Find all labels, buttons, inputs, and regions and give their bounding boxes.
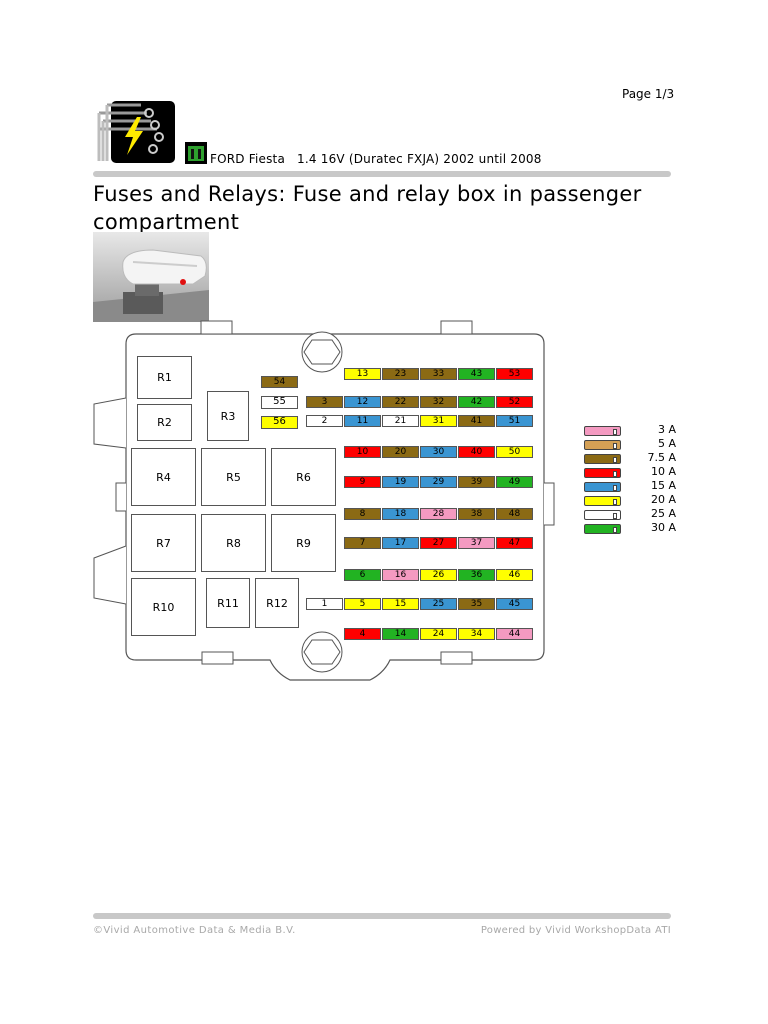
fuse-2: 2 [306, 415, 343, 427]
legend-label: 15 A [650, 479, 676, 492]
fuse-34: 34 [458, 628, 495, 640]
relay-r5: R5 [201, 448, 266, 506]
fuse-15: 15 [382, 598, 419, 610]
fuse-50: 50 [496, 446, 533, 458]
workshop-logo-icon [97, 95, 177, 165]
fuse-56: 56 [261, 416, 298, 429]
header-divider [93, 171, 671, 177]
fuse-19: 19 [382, 476, 419, 488]
fuse-52: 52 [496, 396, 533, 408]
fuse-box-diagram: R1 R2 R3 R4 R5 R6 R7 R8 R9 R10 R11 R12 5… [90, 318, 560, 688]
fuse-33: 33 [420, 368, 457, 380]
fuse-8: 8 [344, 508, 381, 520]
fuse-53: 53 [496, 368, 533, 380]
fuse-14: 14 [382, 628, 419, 640]
fuse-9: 9 [344, 476, 381, 488]
fuse-47: 47 [496, 537, 533, 549]
fuse-38: 38 [458, 508, 495, 520]
legend-chip [584, 426, 621, 436]
fuse-29: 29 [420, 476, 457, 488]
relay-r2: R2 [137, 404, 192, 441]
legend-label: 25 A [650, 507, 676, 520]
legend-label: 30 A [650, 521, 676, 534]
fuse-44: 44 [496, 628, 533, 640]
fuse-25: 25 [420, 598, 457, 610]
relay-r1: R1 [137, 356, 192, 399]
fuse-40: 40 [458, 446, 495, 458]
fuse-11: 11 [344, 415, 381, 427]
relay-r9: R9 [271, 514, 336, 572]
fuse-5: 5 [344, 598, 381, 610]
fuse-10: 10 [344, 446, 381, 458]
page-number: Page 1/3 [622, 87, 675, 101]
legend-label: 5 A [657, 437, 676, 450]
fuse-39: 39 [458, 476, 495, 488]
fuse-7: 7 [344, 537, 381, 549]
fuse-49: 49 [496, 476, 533, 488]
fuse-24: 24 [420, 628, 457, 640]
fuse-22: 22 [382, 396, 419, 408]
legend-label: 3 A [657, 423, 676, 436]
fuse-54: 54 [261, 376, 298, 388]
fuse-41: 41 [458, 415, 495, 427]
relay-r4: R4 [131, 448, 196, 506]
legend-chip [584, 440, 621, 450]
footer-divider [93, 913, 671, 919]
fuse-27: 27 [420, 537, 457, 549]
location-photo [93, 232, 209, 322]
fuse-26: 26 [420, 569, 457, 581]
fuse-48: 48 [496, 508, 533, 520]
legend-chip [584, 496, 621, 506]
fuse-3: 3 [306, 396, 343, 408]
fuse-36: 36 [458, 569, 495, 581]
fuse-51: 51 [496, 415, 533, 427]
footer-copyright: ©Vivid Automotive Data & Media B.V. [93, 925, 296, 936]
relay-r3: R3 [207, 391, 249, 441]
fuse-35: 35 [458, 598, 495, 610]
fuse-28: 28 [420, 508, 457, 520]
legend-chip [584, 454, 621, 464]
legend-label: 10 A [650, 465, 676, 478]
relay-r10: R10 [131, 578, 196, 636]
legend-chip [584, 468, 621, 478]
footer-powered-by: Powered by Vivid WorkshopData ATI [480, 925, 671, 936]
fuse-6: 6 [344, 569, 381, 581]
vehicle-description: FORD Fiesta 1.4 16V (Duratec FXJA) 2002 … [210, 152, 542, 166]
legend-chip [584, 524, 621, 534]
fuse-13: 13 [344, 368, 381, 380]
fuse-23: 23 [382, 368, 419, 380]
fuse-21: 21 [382, 415, 419, 427]
legend-label: 20 A [650, 493, 676, 506]
legend-label: 7.5 A [647, 451, 676, 464]
fuse-4: 4 [344, 628, 381, 640]
fuse-12: 12 [344, 396, 381, 408]
fuse-45: 45 [496, 598, 533, 610]
relay-r12: R12 [255, 578, 299, 628]
fuse-46: 46 [496, 569, 533, 581]
fuse-31: 31 [420, 415, 457, 427]
fuse-16: 16 [382, 569, 419, 581]
fuse-32: 32 [420, 396, 457, 408]
legend-chip [584, 482, 621, 492]
fuse-37: 37 [458, 537, 495, 549]
relay-r6: R6 [271, 448, 336, 506]
module-icon [185, 142, 207, 164]
relay-r11: R11 [206, 578, 250, 628]
fuse-17: 17 [382, 537, 419, 549]
relay-r8: R8 [201, 514, 266, 572]
fuse-1: 1 [306, 598, 343, 610]
fuse-42: 42 [458, 396, 495, 408]
page-title: Fuses and Relays: Fuse and relay box in … [93, 182, 642, 234]
fuse-30: 30 [420, 446, 457, 458]
fuse-20: 20 [382, 446, 419, 458]
fuse-55: 55 [261, 396, 298, 409]
fuse-43: 43 [458, 368, 495, 380]
fuse-18: 18 [382, 508, 419, 520]
legend-chip [584, 510, 621, 520]
relay-r7: R7 [131, 514, 196, 572]
